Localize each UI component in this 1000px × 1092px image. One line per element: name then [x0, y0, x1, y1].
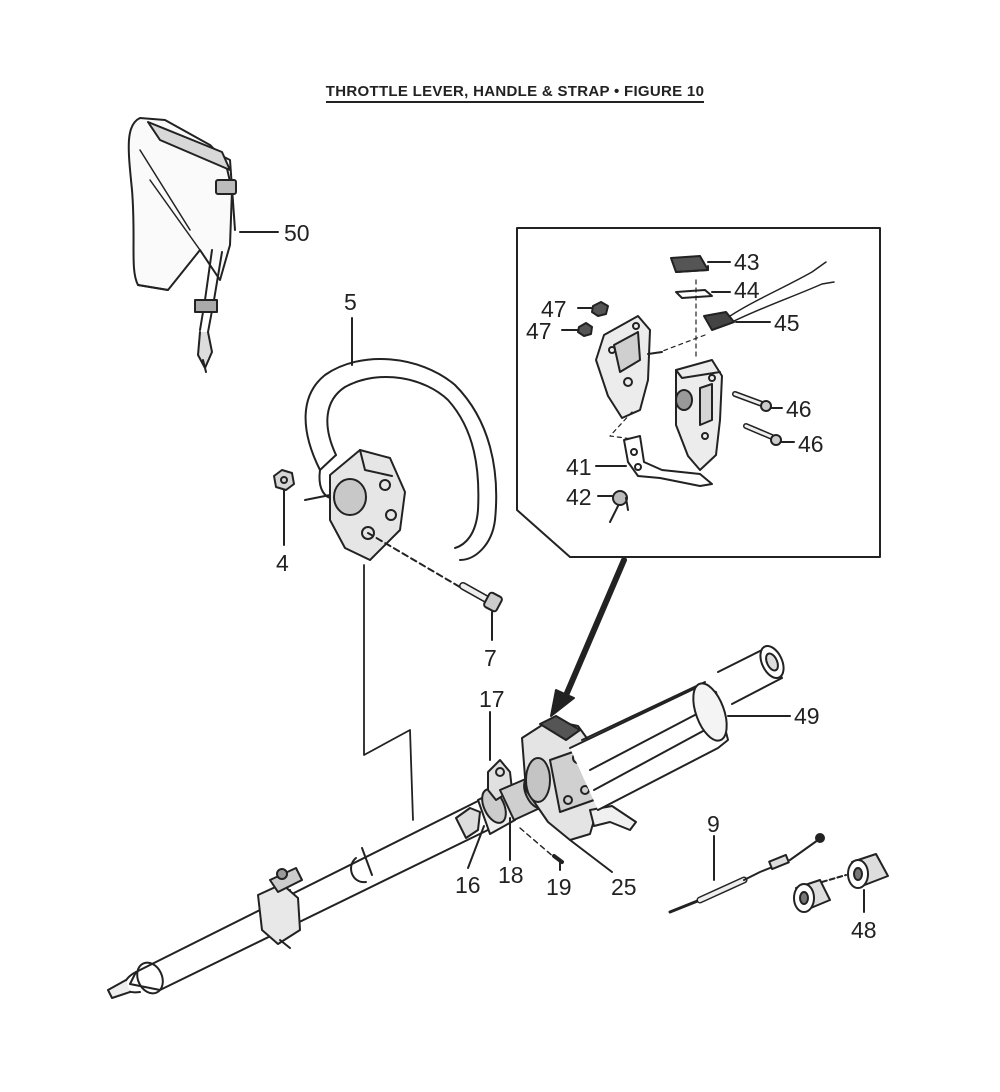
part-label-25: 25 [611, 874, 637, 900]
part-label-46-a: 46 [786, 396, 812, 422]
stop-switch-45 [703, 311, 735, 331]
bolt-centerline [367, 532, 466, 591]
screw-19 [519, 827, 564, 864]
part-label-45: 45 [774, 310, 800, 336]
part-label-7: 7 [484, 645, 497, 671]
housing-left-half [595, 315, 663, 419]
nut-4 [273, 469, 295, 491]
plate-44 [675, 289, 713, 299]
bolt-7 [459, 582, 503, 613]
part-label-16: 16 [455, 872, 481, 898]
grommets-48 [793, 853, 889, 913]
part-label-46-b: 46 [798, 431, 824, 457]
part-label-49: 49 [794, 703, 820, 729]
switch-cap-43 [670, 255, 709, 273]
screw-46-a [732, 391, 772, 412]
housing-right-half [675, 359, 723, 471]
part-label-9: 9 [707, 811, 720, 837]
nut-47-a [591, 301, 609, 317]
part-label-17: 17 [479, 686, 505, 712]
handle-reference-line [363, 564, 414, 821]
part-label-44: 44 [734, 277, 760, 303]
throttle-cable-9 [668, 833, 825, 914]
part-label-47-b: 47 [526, 318, 552, 344]
rubber-grip-49 [569, 681, 729, 811]
nut-47-b [577, 322, 593, 337]
leader-16 [467, 825, 485, 869]
part-label-41: 41 [566, 454, 592, 480]
part-label-43: 43 [734, 249, 760, 275]
part-label-19: 19 [546, 874, 572, 900]
leader-25 [569, 839, 613, 873]
loop-handle [304, 358, 498, 561]
part-label-48: 48 [851, 917, 877, 943]
shaft-end-tube [717, 645, 785, 705]
part-label-18: 18 [498, 862, 524, 888]
screw-46-b [743, 423, 782, 446]
part-label-47-a: 47 [541, 296, 567, 322]
detail-arrow [550, 557, 627, 717]
part-label-5: 5 [344, 289, 357, 315]
throttle-trigger-41 [623, 435, 713, 487]
part-label-4: 4 [276, 550, 289, 576]
figure-title: THROTTLE LEVER, HANDLE & STRAP • FIGURE … [0, 83, 1000, 103]
drive-shaft-tube [107, 799, 493, 999]
part-label-42: 42 [566, 484, 592, 510]
spring-42 [609, 490, 629, 523]
shoulder-strap [127, 117, 237, 373]
part-label-50: 50 [284, 220, 310, 246]
